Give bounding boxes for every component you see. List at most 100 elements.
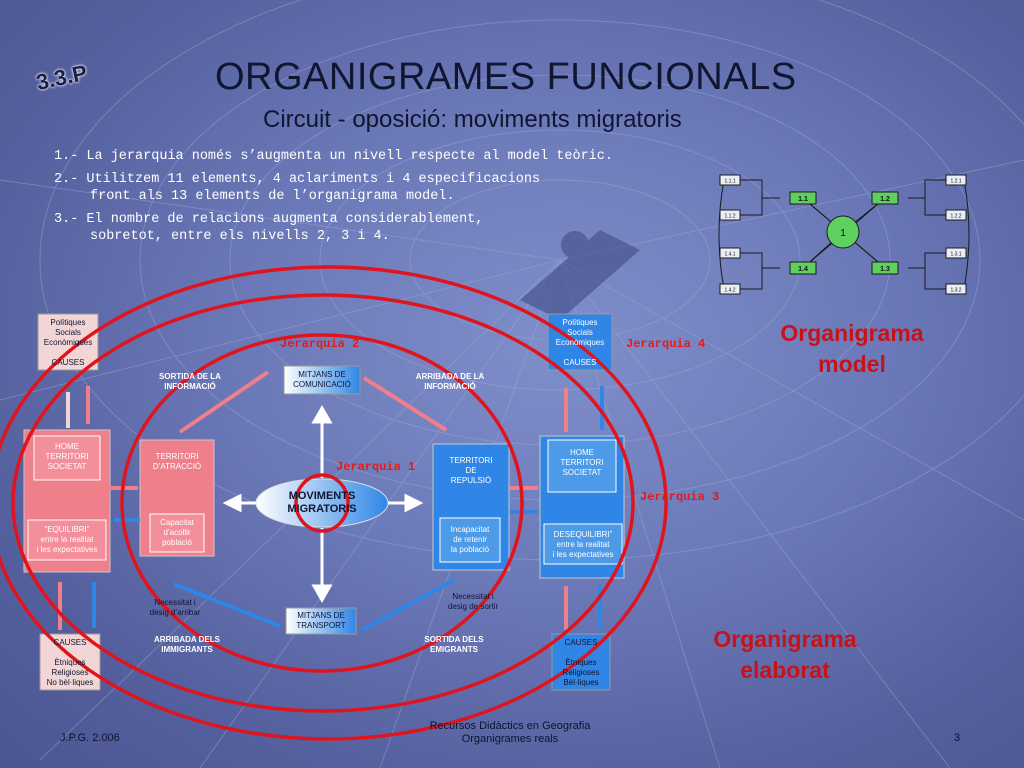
center-line1: MOVIMENTS (288, 490, 356, 502)
rd-3: i les expectatives (552, 550, 614, 559)
na-1: Necessitat i (154, 598, 196, 607)
hierarchy-ellipse-4 (0, 265, 668, 741)
se-1: SORTIDA DELS (424, 635, 484, 644)
need-leave-label: Necessitat i desig de sortir (438, 592, 508, 612)
model-leaf-label: 1.1.1 (724, 179, 735, 185)
right-top-causes-box (547, 313, 613, 371)
ri-1: Incapacitat (450, 525, 490, 534)
hierarchy-ellipse-2 (120, 333, 524, 673)
model-leaf-box (719, 209, 741, 221)
rtc-1: Polítiques (562, 318, 598, 327)
communication-media-box (283, 365, 361, 395)
le-3: i les expectatives (36, 545, 98, 554)
comm-line1: MITJANS DE (298, 370, 346, 379)
rtc-2: Socials (567, 328, 593, 337)
right-society-text: HOME TERRITORI SOCIETAT (548, 448, 616, 478)
rbc-1: CAUSES (564, 638, 598, 647)
ls-2: TERRITORI (45, 452, 89, 461)
aim-2: IMMIGRANTS (161, 645, 213, 654)
model-node-box (789, 191, 817, 205)
attraction-text: TERRITORI D’ATRACCIÓ (140, 452, 214, 472)
model-leaf-box (945, 209, 967, 221)
ltc-2: Socials (55, 328, 81, 337)
label-elaborat-line1: Organigrama (713, 626, 857, 652)
right-desequilibri-inner (543, 523, 623, 565)
left-top-causes-text: Polítiques Socials Econòmiques CAUSES (38, 318, 98, 368)
model-leaf-box (719, 174, 741, 186)
left-society-text: HOME TERRITORI SOCIETAT (34, 442, 100, 472)
rbc-4: Religioses (562, 668, 600, 677)
model-leaf-label: 1.3.1 (950, 252, 961, 258)
model-leaf-label: 1.2.2 (950, 214, 961, 220)
si-1: SORTIDA DE LA (159, 372, 221, 381)
ri-2: de retenir (453, 535, 487, 544)
model-leaf-label: 1.1.2 (724, 214, 735, 220)
rtc-3: Econòmiques (555, 338, 605, 347)
bullet-points: 1.- La jerarquia només s’augmenta un niv… (54, 148, 674, 251)
rbc-5: Bèl·liques (563, 678, 599, 687)
transport-line2: TRANSPORT (296, 621, 346, 630)
right-bottom-causes-text: CAUSES Ètniques Religioses Bèl·liques (552, 638, 610, 688)
point-3-cont: sobretot, entre els nivells 2, 3 i 4. (90, 229, 390, 244)
model-leaf-label: 1.2.1 (950, 179, 961, 185)
se-2: EMIGRANTS (430, 645, 478, 654)
right-society-inner (547, 439, 617, 493)
model-leaf-label: 1.4.1 (724, 252, 735, 258)
nl-1: Necessitat i (452, 592, 494, 601)
transport-media-box (285, 607, 357, 635)
footer-center-line2: Organigrames reals (461, 733, 559, 745)
rs-1: HOME (570, 448, 594, 457)
model-node-box (871, 261, 899, 275)
point-2-cont: front als 13 elements de l’organigrama m… (90, 189, 455, 204)
aim-1: ARRIBADA DELS (154, 635, 220, 644)
label-organigrama-elaborat: Organigrama elaborat (700, 624, 870, 686)
model-center-node (826, 215, 860, 249)
label-model-line1: Organigrama (780, 320, 924, 346)
lbc-3: Ètniques (54, 658, 86, 667)
point-2: 2.- Utilitzem 11 elements, 4 aclariments… (54, 172, 541, 187)
transport-line1: MITJANS DE (297, 611, 345, 620)
left-bottom-causes-text: CAUSES Ètniques Religioses No bèl·liques (40, 638, 100, 688)
ac-2: d’acollir (163, 528, 191, 537)
attraction-capacity-text: Capacitat d’acollir població (150, 518, 204, 548)
at-1: TERRITORI (155, 452, 199, 461)
model-node-label: 1.3 (880, 266, 890, 273)
point-3: 3.- El nombre de relacions augmenta cons… (54, 212, 484, 227)
rp-2: DE (465, 466, 477, 475)
si-2: INFORMACIÓ (164, 382, 216, 391)
point-1: 1.- La jerarquia només s’augmenta un niv… (54, 149, 613, 164)
lbc-5: No bèl·liques (46, 678, 94, 687)
model-leaf-box (719, 247, 741, 259)
hierarchy-ellipse-3 (11, 293, 635, 713)
at-2: D’ATRACCIÓ (152, 462, 202, 471)
ls-3: SOCIETAT (47, 462, 87, 471)
rtc-5: CAUSES (563, 358, 597, 367)
ai-2: INFORMACIÓ (424, 382, 476, 391)
lbc-1: CAUSES (53, 638, 87, 647)
hierarchy-4-label: Jerarquia 4 (626, 337, 706, 351)
le-2: entre la realitat (40, 535, 94, 544)
center-label: MOVIMENTS MIGRATORIS (270, 490, 374, 516)
sortida-info-label: SORTIDA DE LA INFORMACIÓ (150, 372, 230, 392)
right-top-causes-text: Polítiques Socials Econòmiques CAUSES (548, 318, 612, 368)
model-node-label: 1.4 (798, 266, 808, 273)
model-leaf-box (945, 174, 967, 186)
ls-1: HOME (55, 442, 79, 451)
label-elaborat-line2: elaborat (740, 657, 830, 683)
hierarchy-1-label: Jerarquia 1 (336, 460, 416, 474)
ltc-5: CAUSES (51, 358, 85, 367)
lbc-4: Religioses (51, 668, 89, 677)
model-leaf-label: 1.3.2 (950, 288, 961, 294)
left-society-inner (33, 435, 101, 481)
model-leaf-box (945, 283, 967, 295)
rs-3: SOCIETAT (562, 468, 602, 477)
transport-media-label: MITJANS DE TRANSPORT (286, 611, 356, 631)
nl-2: desig de sortir (447, 602, 499, 611)
page-number: 3 (954, 732, 961, 744)
sortida-emigrants-label: SORTIDA DELS EMIGRANTS (414, 635, 494, 655)
rd-1: DESEQUILIBRI” (553, 530, 613, 539)
ltc-1: Polítiques (50, 318, 86, 327)
ac-1: Capacitat (160, 518, 194, 527)
model-center-label: 1 (840, 228, 846, 239)
